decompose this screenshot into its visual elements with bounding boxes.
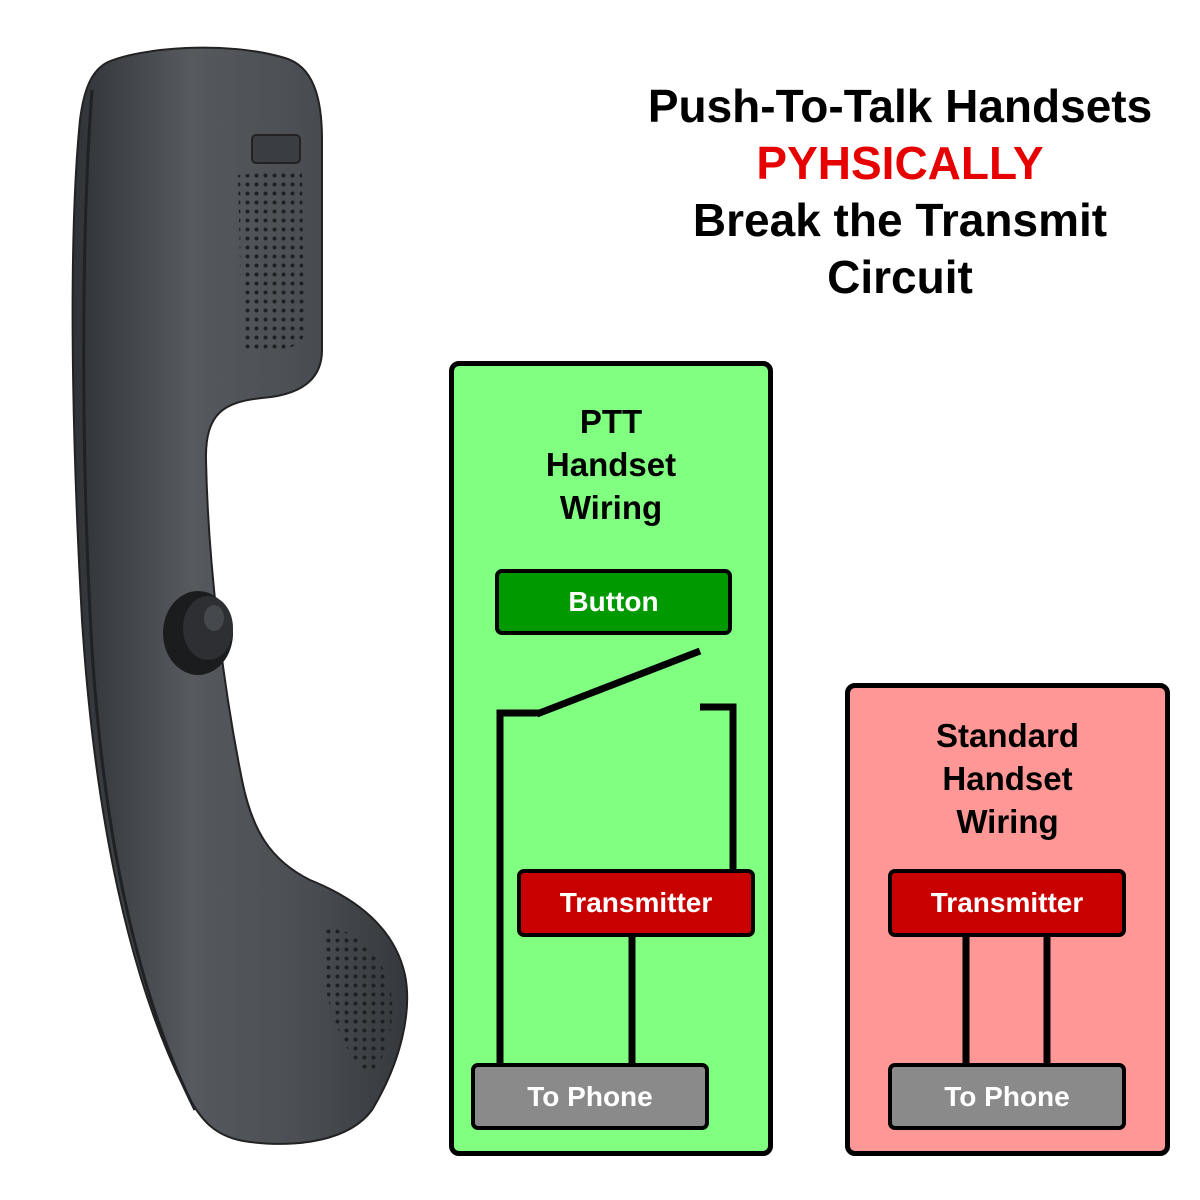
headline-accent: PYHSICALLY — [756, 137, 1044, 189]
standard-to-phone-box: To Phone — [888, 1063, 1126, 1130]
ptt-to-phone-box: To Phone — [471, 1063, 709, 1130]
ptt-title-line: PTT — [579, 403, 643, 440]
headline-line-4: Circuit — [827, 251, 973, 303]
headline-line-3: Break the Transmit — [692, 194, 1108, 246]
standard-title-line: Handset — [942, 760, 1073, 797]
mouthpiece-grille — [322, 925, 393, 1075]
handset-seam — [82, 89, 197, 1111]
ptt-title-line: Wiring — [559, 489, 663, 526]
receiver-grille — [238, 170, 304, 352]
ptt-button-box: Button — [495, 569, 732, 635]
ptt-title-line: Handset — [545, 446, 677, 483]
standard-title-line: Wiring — [956, 803, 1059, 840]
ptt-switch-arm — [535, 647, 702, 718]
standard-panel-title: Standard Handset Wiring — [845, 714, 1170, 843]
handset-body — [71, 46, 409, 1145]
ptt-transmitter-box: Transmitter — [517, 869, 755, 937]
handset-slot — [251, 134, 301, 164]
ptt-right-wire — [700, 703, 737, 874]
standard-transmitter-box: Transmitter — [888, 869, 1126, 937]
telephone-handset-icon — [71, 46, 409, 1145]
standard-title-line: Standard — [935, 717, 1080, 754]
headline: Push-To-Talk Handsets PYHSICALLY Break t… — [600, 78, 1200, 306]
ptt-left-wire — [496, 709, 540, 1068]
ptt-panel-title: PTT Handset Wiring — [449, 400, 773, 529]
headline-line-1: Push-To-Talk Handsets — [647, 80, 1153, 132]
push-to-talk-button-icon — [163, 591, 233, 675]
